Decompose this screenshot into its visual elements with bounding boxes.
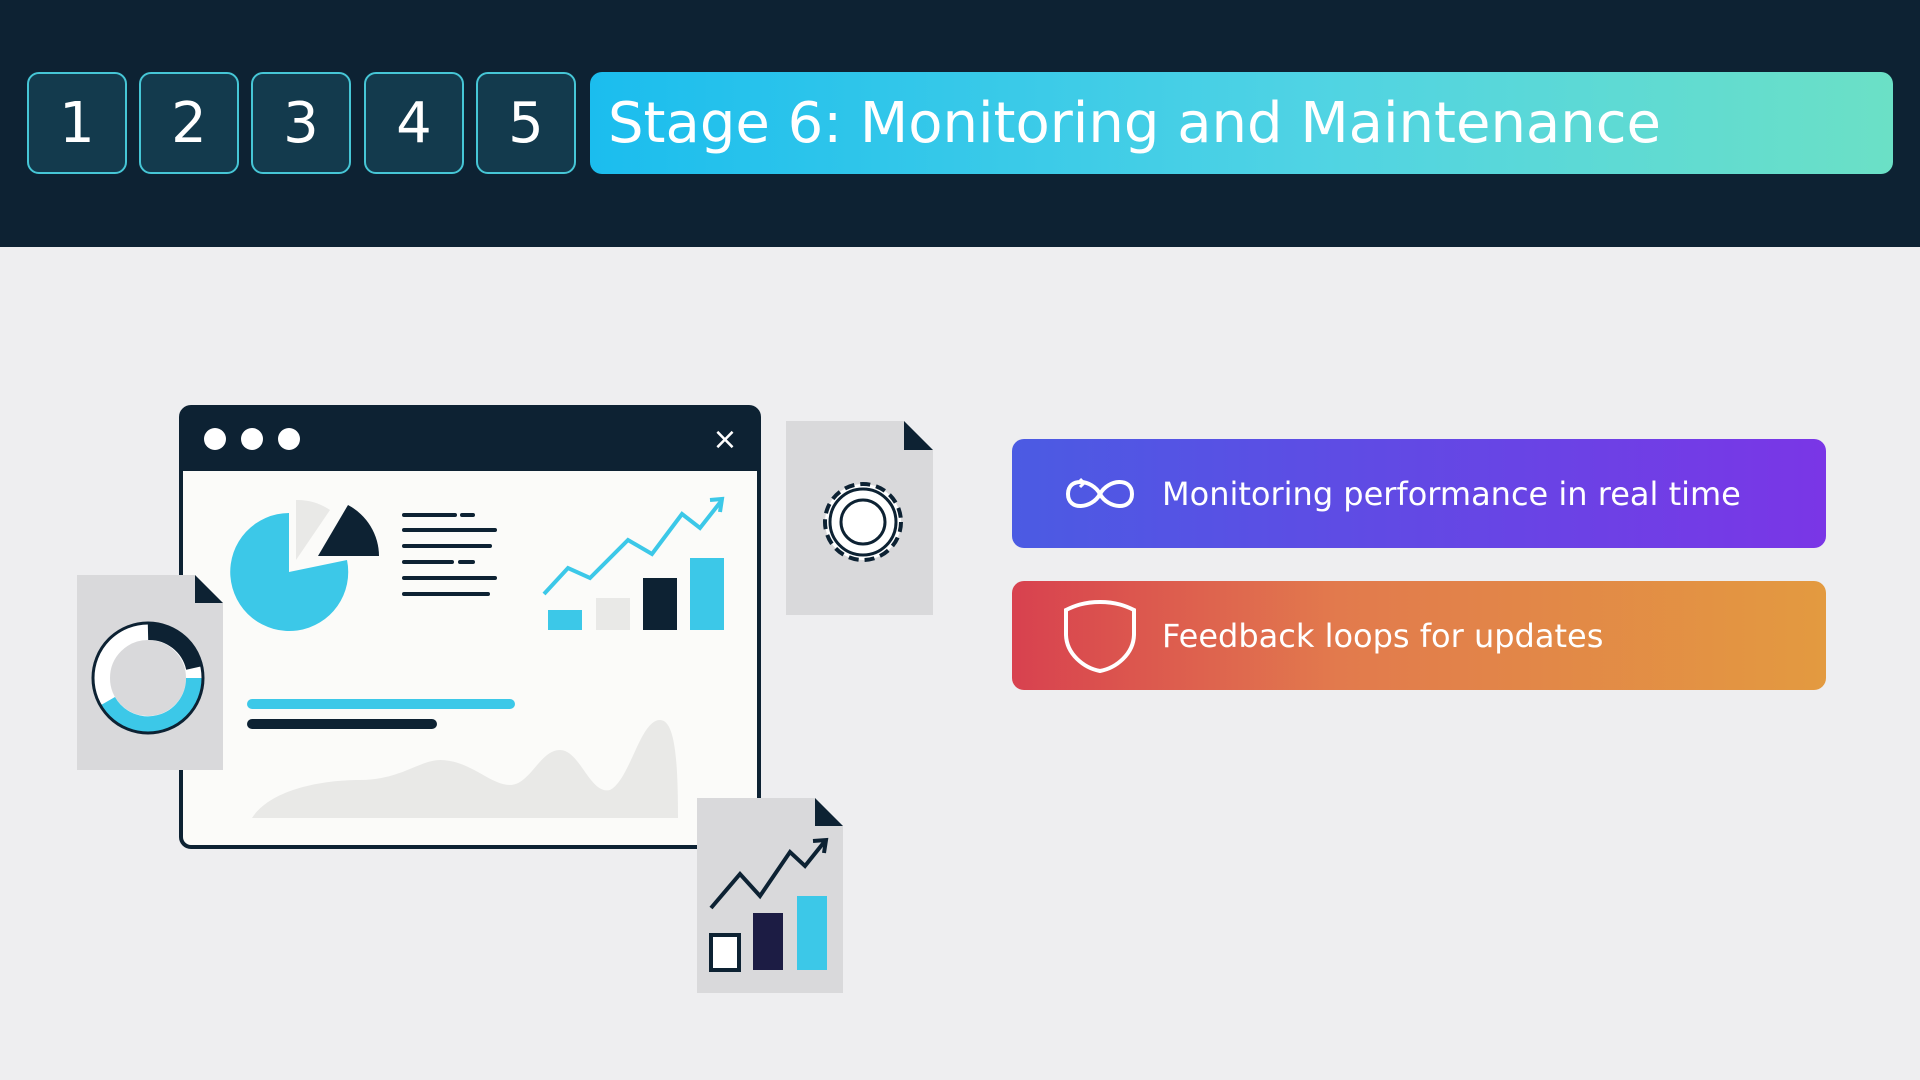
point-card-feedback-loops: Feedback loops for updates bbox=[1012, 581, 1826, 690]
stage-2-button[interactable]: 2 bbox=[139, 72, 239, 174]
point-card-realtime-monitoring: Monitoring performance in real time bbox=[1012, 439, 1826, 548]
header-bar: 1 2 3 4 5 Stage 6: Monitoring and Mainte… bbox=[0, 0, 1920, 247]
stage-5-button[interactable]: 5 bbox=[476, 72, 576, 174]
point-label-feedback-loops: Feedback loops for updates bbox=[1162, 616, 1604, 655]
stage-1-button[interactable]: 1 bbox=[27, 72, 127, 174]
gear-document-icon bbox=[786, 421, 933, 615]
donut-document-icon bbox=[77, 575, 223, 770]
point-label-realtime-monitoring: Monitoring performance in real time bbox=[1162, 474, 1741, 513]
chart-document-icon bbox=[697, 798, 843, 993]
window-close-icon: × bbox=[712, 422, 737, 457]
stage-3-button[interactable]: 3 bbox=[251, 72, 351, 174]
stage-title: Stage 6: Monitoring and Maintenance bbox=[590, 72, 1893, 174]
dashboard-window-illustration: × bbox=[179, 405, 761, 849]
infinity-loop-icon bbox=[1062, 456, 1138, 532]
shield-icon bbox=[1062, 598, 1138, 674]
stage-4-button[interactable]: 4 bbox=[364, 72, 464, 174]
analytics-illustration: × bbox=[77, 405, 933, 993]
